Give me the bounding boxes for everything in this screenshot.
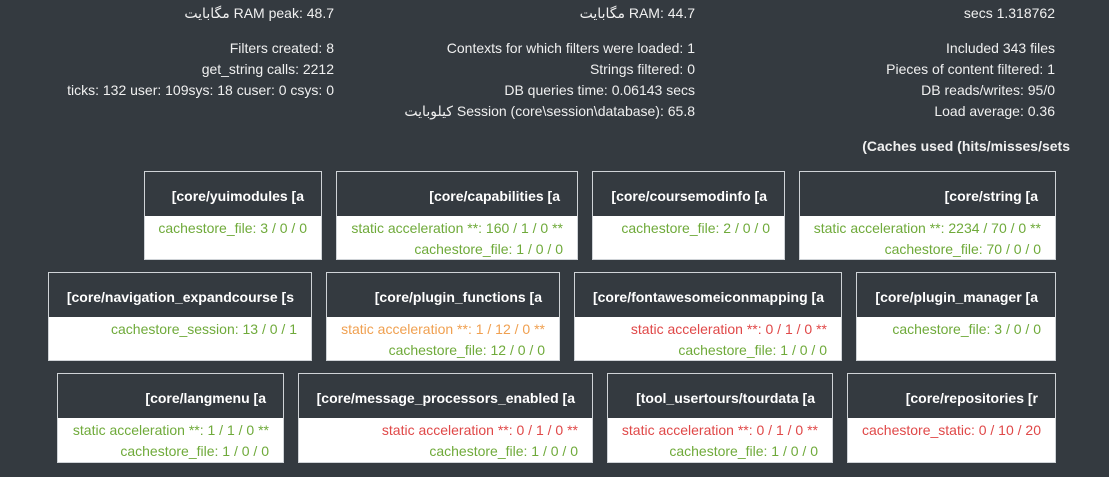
cache-stats-list: cachestore_session: 13 / 0 / 1 [49,317,311,340]
cache-stats-list: static acceleration **: 160 / 1 / 0 ** ca… [337,216,577,260]
cache-stat-line: static acceleration **: 1 / 12 / 0 ** [341,321,545,337]
cache-stats-list: static acceleration **: 0 / 1 / 0 ** cach… [608,418,832,462]
cache-card-title: [core/plugin_functions [a [327,273,559,317]
cache-card-coursemodinfo: [core/coursemodinfo [a cachestore_file: 2… [592,171,785,260]
cache-stats-list: cachestore_file: 3 / 0 / 0 [145,216,321,239]
cache-stat-line: cachestore_file: 2 / 0 / 0 [621,220,770,236]
cache-card-title: [core/plugin_manager [a [857,273,1055,317]
stat-db-queries-time: DB queries time: 0.06143 secs [504,82,695,98]
cache-stats-list: static acceleration **: 0 / 1 / 0 ** cach… [575,317,841,361]
cache-stat-line: cachestore_file: 12 / 0 / 0 [388,342,545,358]
cache-card-title: [core/message_processors_enabled [a [299,374,592,418]
cache-stat-line: cachestore_session: 13 / 0 / 1 [111,321,297,337]
cache-stat-line: static acceleration **: 0 / 1 / 0 ** [630,321,827,337]
cache-stat-line: cachestore_file: 1 / 0 / 0 [414,241,563,257]
cache-stat-line: static acceleration **: 2234 / 70 / 0 ** [813,220,1041,236]
cache-stat-line: cachestore_file: 3 / 0 / 0 [158,220,307,236]
cache-stat-line: cachestore_file: 1 / 0 / 0 [120,443,269,459]
cache-stat-line: static acceleration **: 160 / 1 / 0 ** [351,220,563,236]
stat-included-files: Included 343 files [946,40,1055,56]
cache-stat-line: cachestore_file: 1 / 0 / 0 [429,443,578,459]
stat-load-average: Load average: 0.36 [934,103,1055,119]
cache-stat-line: cachestore_file: 70 / 0 / 0 [884,241,1041,257]
cache-card-yuimodules: [core/yuimodules [a cachestore_file: 3 / … [144,171,322,260]
cache-stats-list: cachestore_file: 2 / 0 / 0 [593,216,784,239]
cache-stat-line: static acceleration **: 0 / 1 / 0 ** [621,422,818,438]
cache-stats-list: static acceleration **: 0 / 1 / 0 ** cach… [299,418,592,462]
cache-stat-line: cachestore_file: 3 / 0 / 0 [892,321,1041,337]
cache-card-title: [tool_usertours/tourdata [a [608,374,832,418]
cache-stat-line: cachestore_static: 0 / 10 / 20 [862,422,1041,438]
cache-card-title: [core/string [a [800,172,1055,216]
cache-card-title: [core/yuimodules [a [145,172,321,216]
cache-stat-line: cachestore_file: 1 / 0 / 0 [678,342,827,358]
cache-stats-list: static acceleration **: 2234 / 70 / 0 **… [800,216,1055,260]
cache-card-plugin-manager: [core/plugin_manager [a cachestore_file: … [856,272,1056,361]
cache-card-title: [core/navigation_expandcourse [s [49,273,311,317]
stat-ram-peak: مگابایت RAM peak: 48.7 [184,5,334,21]
cache-card-repositories: [core/repositories [r cachestore_static: … [847,373,1056,463]
cache-stat-line: cachestore_file: 1 / 0 / 0 [669,443,818,459]
stat-filters-created: Filters created: 8 [229,40,334,56]
stat-ticks: ticks: 132 user: 109sys: 18 cuser: 0 csy… [67,82,334,98]
stat-ram: مگابایت RAM: 44.7 [579,5,695,21]
cache-card-title: [core/capabilities [a [337,172,577,216]
caches-used-heading: (Caches used (hits/misses/sets [862,138,1070,154]
cache-card-title: [core/coursemodinfo [a [593,172,784,216]
cache-stat-line: static acceleration **: 0 / 1 / 0 ** [381,422,578,438]
stat-secs: secs 1.318762 [963,5,1055,21]
stat-content-filtered: Pieces of content filtered: 1 [886,61,1055,77]
cache-card-title: [core/langmenu [a [58,374,283,418]
stat-session-size: کیلوبایت Session (core\session\database)… [404,103,695,119]
stat-contexts-filters: Contexts for which filters were loaded: … [446,40,695,56]
stat-strings-filtered: Strings filtered: 0 [589,61,695,77]
cache-stats-list: cachestore_file: 3 / 0 / 0 [857,317,1055,340]
cache-stats-list: static acceleration **: 1 / 12 / 0 ** cac… [327,317,559,361]
cache-card-navigation-expandcourse: [core/navigation_expandcourse [s cachesto… [48,272,312,361]
cache-stat-line: static acceleration **: 1 / 1 / 0 ** [72,422,269,438]
cache-stats-list: cachestore_static: 0 / 10 / 20 [848,418,1055,441]
stat-db-reads-writes: DB reads/writes: 95/0 [921,82,1055,98]
cache-stats-list: static acceleration **: 1 / 1 / 0 ** cach… [58,418,283,462]
cache-card-title: [core/repositories [r [848,374,1055,418]
cache-card-title: [core/fontawesomeiconmapping [a [575,273,841,317]
stat-get-string-calls: get_string calls: 2212 [201,61,334,77]
